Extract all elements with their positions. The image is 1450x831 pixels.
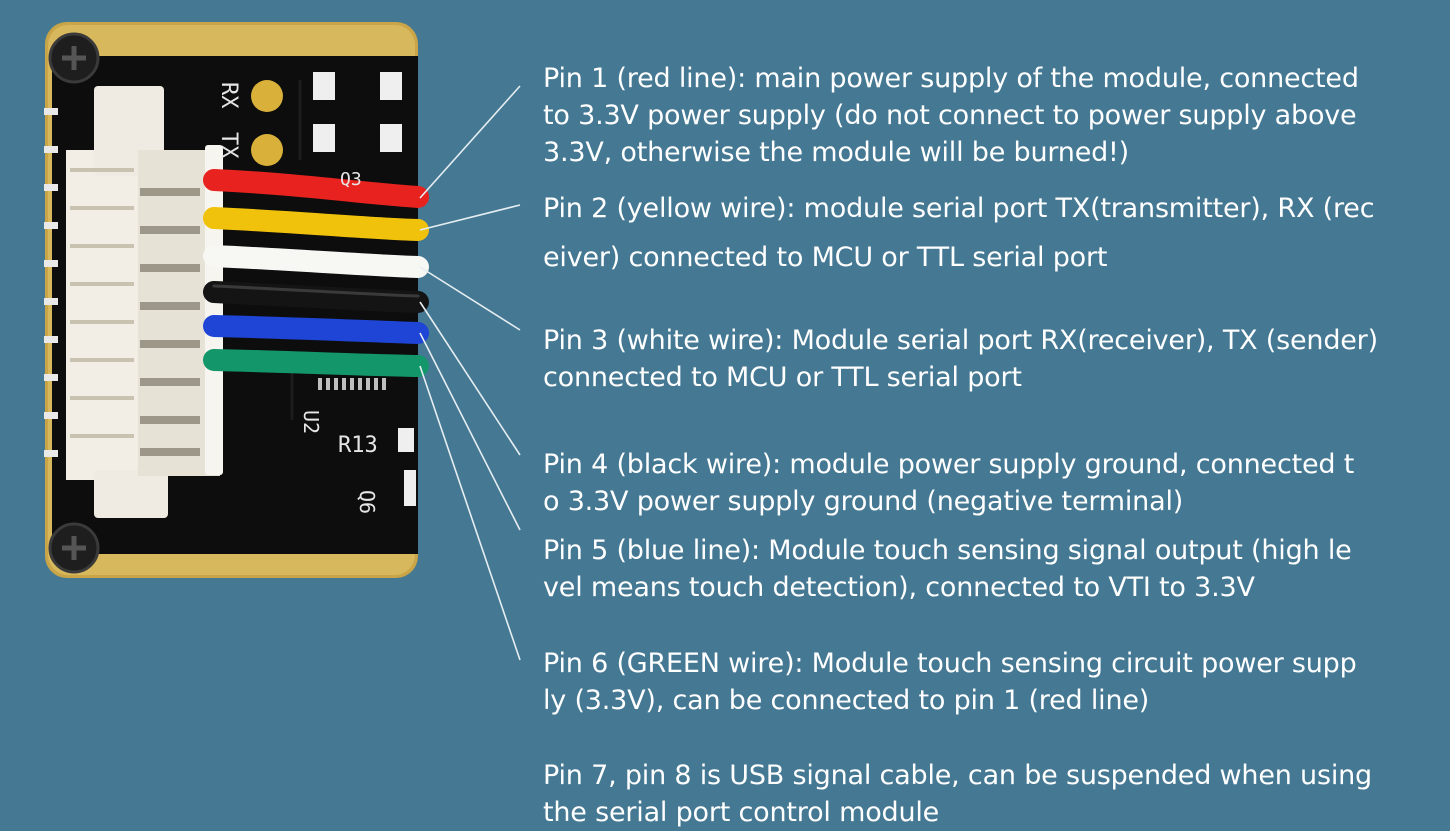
pin-4-description: Pin 4 (black wire): module power supply … [543,446,1438,520]
connector-housing [66,86,223,518]
pin-1-description: Pin 1 (red line): main power supply of t… [543,60,1438,171]
pin-6-line: ly (3.3V), can be connected to pin 1 (re… [543,685,1150,716]
wire-blue [203,315,429,344]
pin-1-line: to 3.3V power supply (do not connect to … [543,100,1357,131]
pin-3-description: Pin 3 (white wire): Module serial port R… [543,322,1438,396]
tx-label: TX [216,132,241,159]
screw-bottom-left-icon [48,522,100,574]
q6-label: Q6 [355,490,379,514]
pin-7-8-line: the serial port control module [543,797,940,828]
pin-7-8-description: Pin 7, pin 8 is USB signal cable, can be… [543,757,1438,831]
wire-white [203,245,429,278]
wire-black [203,281,429,313]
leader-line-pin-2 [419,204,521,231]
rx-label: RX [216,82,241,109]
wire-yellow [203,207,429,241]
r13-label: R13 [338,433,378,458]
pin-3-line: Pin 3 (white wire): Module serial port R… [543,325,1378,356]
pin-2-line: eiver) connected to MCU or TTL serial po… [543,242,1108,273]
wire-bundle [203,169,429,377]
pin-6-description: Pin 6 (GREEN wire): Module touch sensing… [543,645,1438,719]
leader-line-pin-6 [419,365,521,661]
smd-components [313,72,416,506]
pin-4-line: Pin 4 (black wire): module power supply … [543,449,1355,480]
screw-top-left-icon [48,32,100,84]
gold-pads [251,80,283,166]
pin-4-line: o 3.3V power supply ground (negative ter… [543,486,1184,517]
leader-line-pin-1 [419,85,521,199]
leader-line-pin-4 [419,301,521,456]
wire-red [203,169,429,208]
pin-5-line: vel means touch detection), connected to… [543,572,1255,603]
pin-7-8-line: Pin 7, pin 8 is USB signal cable, can be… [543,760,1372,791]
u2-label: U2 [299,410,323,434]
pin-5-description: Pin 5 (blue line): Module touch sensing … [543,532,1438,606]
q3-label: Q3 [340,169,362,190]
pin-1-line: 3.3V, otherwise the module will be burne… [543,137,1130,168]
ic-pins [318,378,386,390]
pin-2-description: Pin 2 (yellow wire): module serial port … [543,184,1438,282]
pin-3-line: connected to MCU or TTL serial port [543,362,1022,393]
wire-green [203,349,429,377]
pin-1-line: Pin 1 (red line): main power supply of t… [543,63,1359,94]
pin-5-line: Pin 5 (blue line): Module touch sensing … [543,535,1352,566]
leader-lines [419,85,521,661]
pin-2-line: Pin 2 (yellow wire): module serial port … [543,193,1375,224]
leader-line-pin-5 [419,332,521,531]
leader-line-pin-3 [419,266,521,331]
edge-pads [44,108,58,457]
pin-6-line: Pin 6 (GREEN wire): Module touch sensing… [543,648,1357,679]
